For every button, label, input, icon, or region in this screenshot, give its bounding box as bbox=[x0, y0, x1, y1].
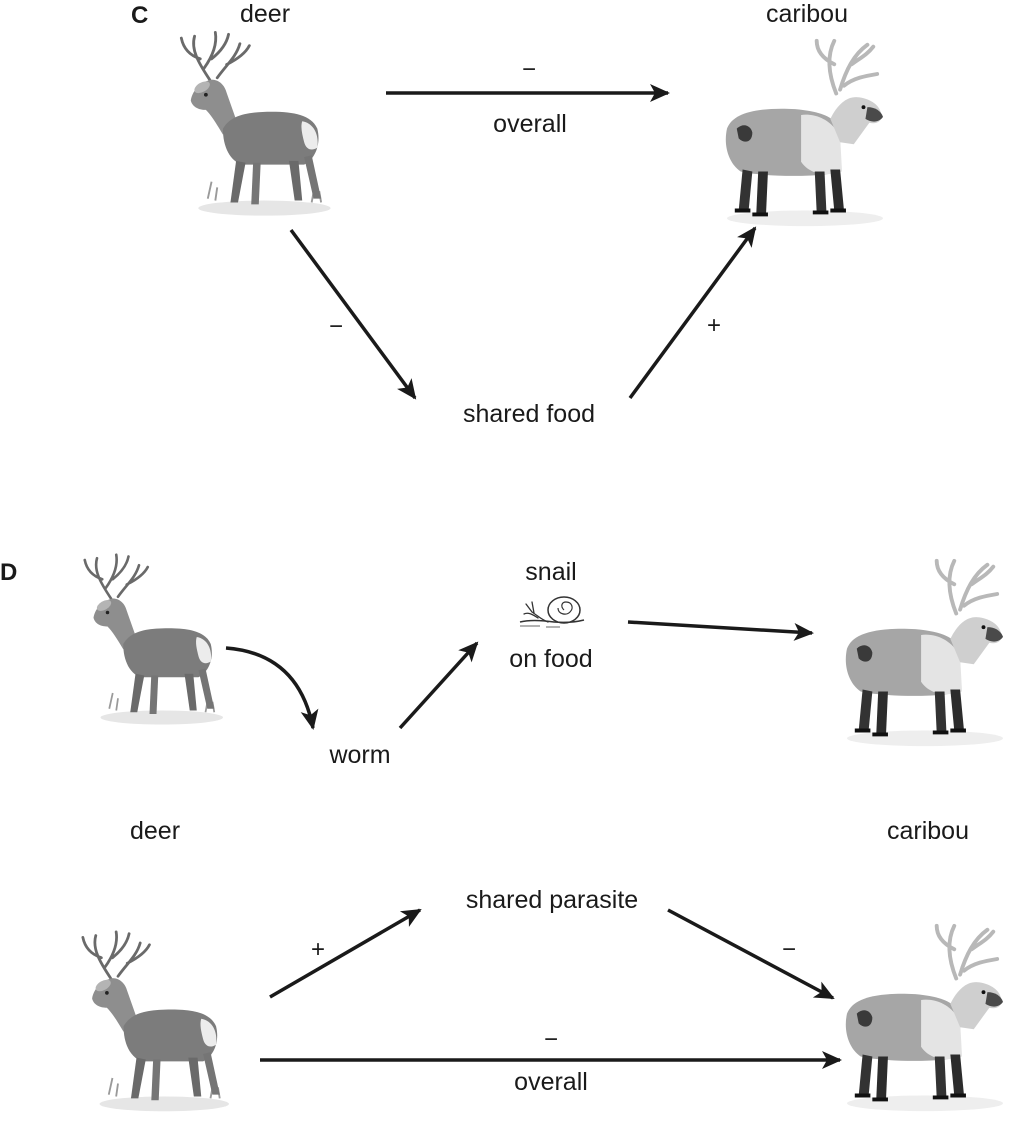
panel-c-deer-to-food-sign: − bbox=[328, 313, 344, 340]
panel-d-snail-label: snail bbox=[525, 558, 577, 586]
caribou-icon bbox=[825, 920, 1025, 1115]
arrow-d-shared-parasite-to-caribou bbox=[667, 908, 835, 1000]
panel-d-shared-parasite-label: shared parasite bbox=[465, 886, 639, 914]
panel-c-caribou-label: caribou bbox=[766, 0, 848, 28]
panel-d-parasite-to-caribou-sign: − bbox=[781, 936, 797, 963]
panel-c-shared-food-label: shared food bbox=[462, 400, 596, 428]
panel-d-caribou-label: caribou bbox=[887, 817, 969, 845]
panel-c-deer-label: deer bbox=[239, 0, 291, 28]
caribou-icon bbox=[825, 555, 1025, 750]
panel-d-worm-label: worm bbox=[329, 741, 391, 769]
caribou-icon bbox=[705, 35, 905, 230]
panel-d-overall-label: overall bbox=[514, 1068, 588, 1096]
panel-d-overall-sign: − bbox=[543, 1026, 559, 1053]
deer-icon bbox=[70, 930, 240, 1115]
panel-d-deer-to-parasite-sign: + bbox=[310, 936, 326, 963]
panel-letter-c: C bbox=[131, 2, 149, 29]
panel-c-overall-label: overall bbox=[493, 110, 567, 138]
panel-c-food-to-caribou-sign: + bbox=[706, 312, 722, 339]
snail-icon bbox=[517, 590, 589, 630]
arrow-d-deer-to-worm bbox=[225, 646, 319, 730]
arrow-d-snail-to-caribou bbox=[627, 620, 814, 641]
panel-letter-d: D bbox=[0, 559, 18, 586]
arrow-c-deer-to-shared-food bbox=[289, 228, 417, 400]
arrow-d-deer-to-shared-parasite bbox=[269, 908, 422, 999]
panel-d-deer-label: deer bbox=[129, 817, 181, 845]
panel-c-overall-sign: − bbox=[521, 56, 537, 83]
deer-icon bbox=[68, 553, 238, 728]
arrow-d-worm-to-snail bbox=[398, 641, 479, 730]
panel-d-on-food-label: on food bbox=[509, 645, 593, 673]
arrow-c-shared-food-to-caribou bbox=[628, 226, 757, 400]
deer-icon bbox=[170, 30, 340, 220]
